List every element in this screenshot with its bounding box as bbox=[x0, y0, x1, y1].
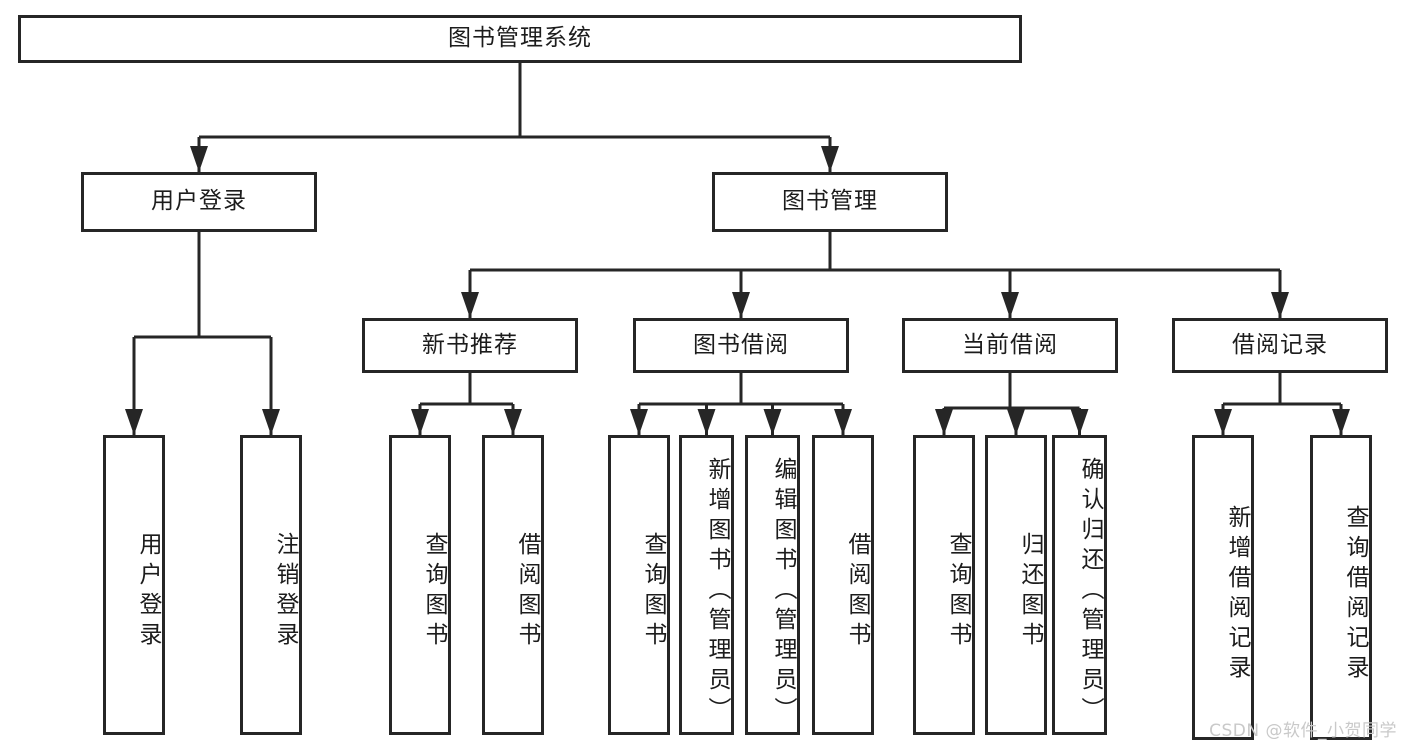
node-label: 归还图书 bbox=[1017, 532, 1043, 652]
node-label: 借阅图书 bbox=[514, 532, 540, 652]
node-label: 新书推荐 bbox=[422, 331, 518, 358]
node-leaf-user-logout[interactable]: 注销登录 bbox=[240, 435, 302, 735]
node-leaf-add-book-admin[interactable]: 新增图书（管理员） bbox=[679, 435, 734, 735]
node-new-book-recommend[interactable]: 新书推荐 bbox=[362, 318, 578, 373]
node-label: 图书管理系统 bbox=[448, 25, 592, 52]
node-leaf-query-book-recommend[interactable]: 查询图书 bbox=[389, 435, 451, 735]
node-leaf-confirm-return-admin[interactable]: 确认归还（管理员） bbox=[1052, 435, 1107, 735]
node-label: 当前借阅 bbox=[962, 331, 1058, 358]
node-label: 查询借阅记录 bbox=[1342, 504, 1368, 685]
node-borrow-record[interactable]: 借阅记录 bbox=[1172, 318, 1388, 373]
node-label: 用户登录 bbox=[151, 188, 247, 215]
node-root[interactable]: 图书管理系统 bbox=[18, 15, 1022, 63]
watermark: CSDN @软件_小贺同学 bbox=[1209, 721, 1397, 741]
node-user-login[interactable]: 用户登录 bbox=[81, 172, 317, 232]
node-leaf-edit-book-admin[interactable]: 编辑图书（管理员） bbox=[745, 435, 800, 735]
node-book-management[interactable]: 图书管理 bbox=[712, 172, 948, 232]
node-leaf-borrow-book-recommend[interactable]: 借阅图书 bbox=[482, 435, 544, 735]
node-leaf-return-book[interactable]: 归还图书 bbox=[985, 435, 1047, 735]
node-label: 图书借阅 bbox=[693, 331, 789, 358]
node-label: 用户登录 bbox=[135, 532, 161, 652]
node-leaf-query-borrow-record[interactable]: 查询借阅记录 bbox=[1310, 435, 1372, 740]
node-leaf-query-book-borrow[interactable]: 查询图书 bbox=[608, 435, 670, 735]
node-label: 新增图书（管理员） bbox=[704, 457, 730, 727]
node-label: 图书管理 bbox=[782, 188, 878, 215]
node-book-borrow[interactable]: 图书借阅 bbox=[633, 318, 849, 373]
node-label: 借阅图书 bbox=[844, 532, 870, 652]
node-leaf-query-book-current[interactable]: 查询图书 bbox=[913, 435, 975, 735]
node-leaf-user-login[interactable]: 用户登录 bbox=[103, 435, 165, 735]
node-leaf-borrow-book[interactable]: 借阅图书 bbox=[812, 435, 874, 735]
node-label: 借阅记录 bbox=[1232, 331, 1328, 358]
node-label: 查询图书 bbox=[640, 532, 666, 652]
node-label: 编辑图书（管理员） bbox=[770, 457, 796, 727]
node-leaf-add-borrow-record[interactable]: 新增借阅记录 bbox=[1192, 435, 1254, 740]
node-current-borrow[interactable]: 当前借阅 bbox=[902, 318, 1118, 373]
node-label: 查询图书 bbox=[421, 532, 447, 652]
node-label: 查询图书 bbox=[945, 532, 971, 652]
node-label: 确认归还（管理员） bbox=[1077, 457, 1103, 727]
node-label: 新增借阅记录 bbox=[1224, 504, 1250, 685]
node-label: 注销登录 bbox=[272, 532, 298, 652]
